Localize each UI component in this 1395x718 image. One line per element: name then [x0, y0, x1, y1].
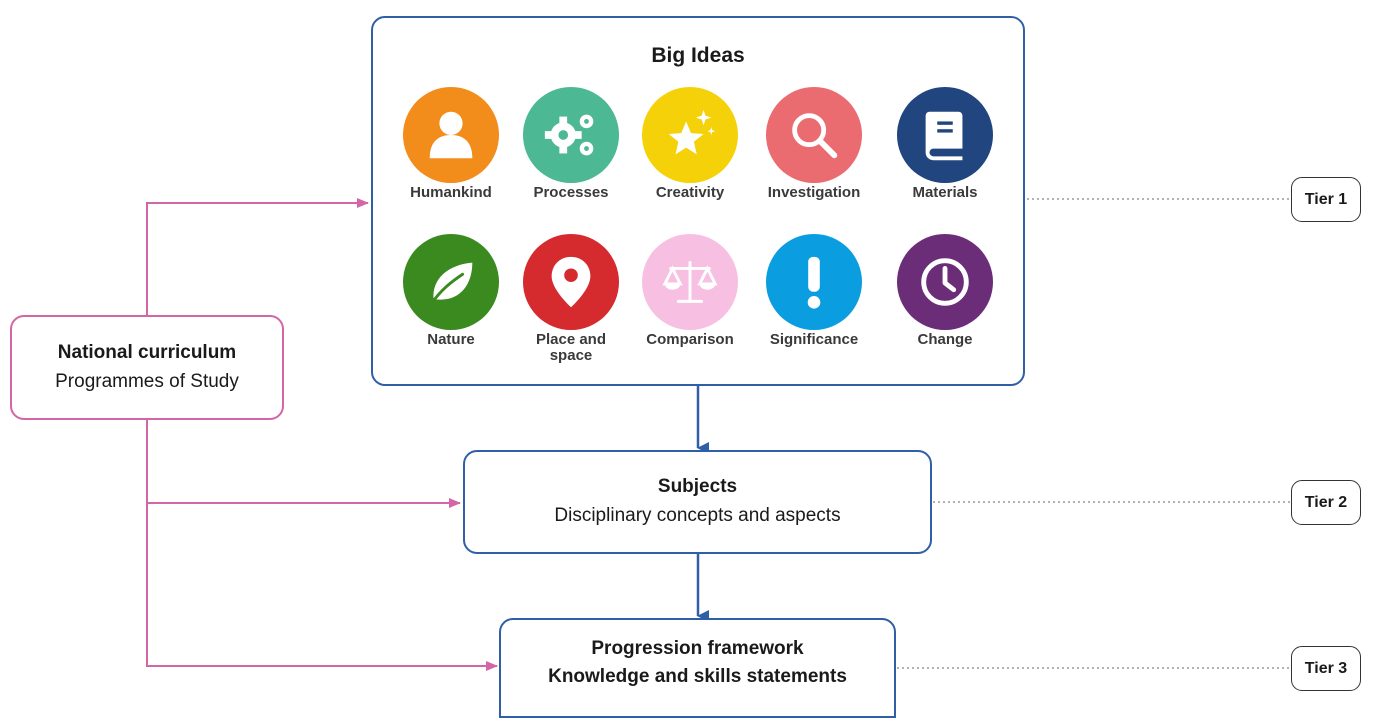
- big-idea-creativity: Creativity: [630, 87, 750, 201]
- big-idea-change: Change: [885, 234, 1005, 348]
- pink-connector-to-subjects: [146, 420, 461, 508]
- big-idea-label: Nature: [427, 331, 475, 348]
- big-idea-significance: Significance: [754, 234, 874, 348]
- big-idea-materials: Materials: [885, 87, 1005, 201]
- big-idea-label: Comparison: [646, 331, 734, 348]
- tier-1-label: Tier 1: [1291, 177, 1361, 222]
- magnifier-icon: [766, 87, 862, 183]
- big-idea-humankind: Humankind: [391, 87, 511, 201]
- tier-2-label: Tier 2: [1291, 480, 1361, 525]
- big-idea-label: Processes: [533, 184, 609, 201]
- big-idea-nature: Nature: [391, 234, 511, 348]
- national-curriculum-subtitle: Programmes of Study: [55, 370, 239, 392]
- big-ideas-title: Big Ideas: [651, 44, 745, 67]
- clock-icon: [897, 234, 993, 330]
- progression-box: Progression framework Knowledge and skil…: [499, 618, 896, 718]
- big-idea-label: Place and space: [535, 331, 607, 364]
- big-idea-label: Materials: [912, 184, 978, 201]
- subjects-title: Subjects: [657, 476, 738, 497]
- big-idea-label: Creativity: [655, 184, 725, 201]
- tier-3-label: Tier 3: [1291, 646, 1361, 691]
- big-idea-investigation: Investigation: [754, 87, 874, 201]
- gears-icon: [523, 87, 619, 183]
- scales-icon: [642, 234, 738, 330]
- exclamation-icon: [766, 234, 862, 330]
- star-sparkle-icon: [642, 87, 738, 183]
- leaf-icon: [403, 234, 499, 330]
- big-idea-processes: Processes: [511, 87, 631, 201]
- progression-subtitle: Knowledge and skills statements: [548, 666, 847, 687]
- big-idea-label: Humankind: [410, 184, 492, 201]
- subjects-box: Subjects Disciplinary concepts and aspec…: [463, 450, 932, 554]
- person-icon: [403, 87, 499, 183]
- book-icon: [897, 87, 993, 183]
- national-curriculum-title: National curriculum: [57, 341, 237, 363]
- national-curriculum-box: National curriculum Programmes of Study: [10, 315, 284, 420]
- progression-title: Progression framework: [591, 638, 804, 659]
- big-idea-label: Significance: [769, 331, 859, 348]
- map-pin-icon: [523, 234, 619, 330]
- big-idea-place-and-space: Place and space: [511, 234, 631, 364]
- big-idea-label: Change: [917, 331, 973, 348]
- subjects-subtitle: Disciplinary concepts and aspects: [554, 505, 841, 526]
- big-idea-comparison: Comparison: [630, 234, 750, 348]
- pink-connector-to-progression: [146, 503, 498, 671]
- big-idea-label: Investigation: [767, 184, 861, 201]
- pink-connector-to-big-ideas: [146, 198, 369, 315]
